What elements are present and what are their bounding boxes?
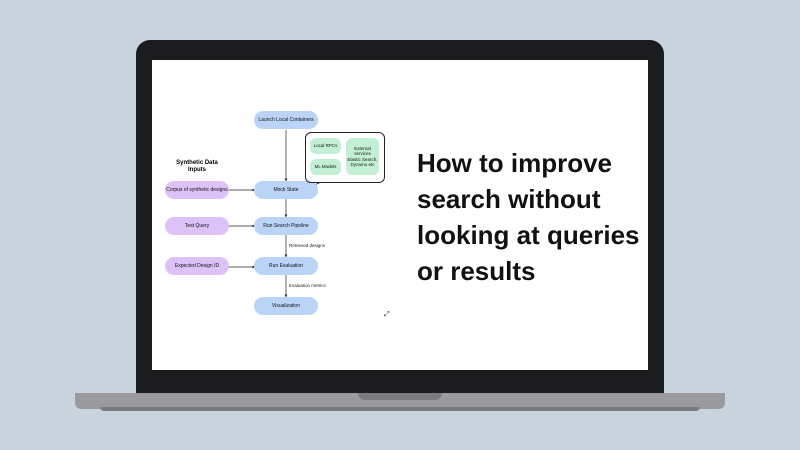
edge-label-evaluation-metrics: Evaluation metrics xyxy=(289,283,326,288)
laptop-notch xyxy=(358,393,442,400)
slide-headline: How to improve search without looking at… xyxy=(417,148,640,286)
expand-arrows-icon[interactable]: ⤢ xyxy=(384,311,390,318)
node-expected-design-id: Expected Design ID xyxy=(165,257,229,275)
node-run-evaluation: Run Evaluation xyxy=(254,257,318,275)
node-visualization: Visualization xyxy=(254,297,318,315)
node-local-rpcs: Local RPCs xyxy=(310,138,341,154)
node-mock-state: Mock State xyxy=(254,181,318,199)
laptop-base-shadow xyxy=(100,407,700,411)
node-test-query: Test Query xyxy=(165,217,229,235)
node-launch-local-containers: Launch Local Containers xyxy=(254,111,318,129)
laptop-screen: Launch Local Containers Mock State Run S… xyxy=(152,60,648,370)
laptop-base xyxy=(75,393,725,409)
node-run-search-pipeline: Run Search Pipeline xyxy=(254,217,318,235)
local-services-cluster: Local RPCs ML Models External services E… xyxy=(305,132,385,183)
node-corpus-synthetic-designs: Corpus of synthetic designs xyxy=(165,181,229,199)
synthetic-data-inputs-title: Synthetic Data Inputs xyxy=(176,160,218,173)
node-ml-models: ML Models xyxy=(310,159,341,175)
node-external-services: External services Elastic Search, Dynamo… xyxy=(346,138,379,175)
edge-label-retrieved-designs: Retrieved designs xyxy=(289,243,326,248)
